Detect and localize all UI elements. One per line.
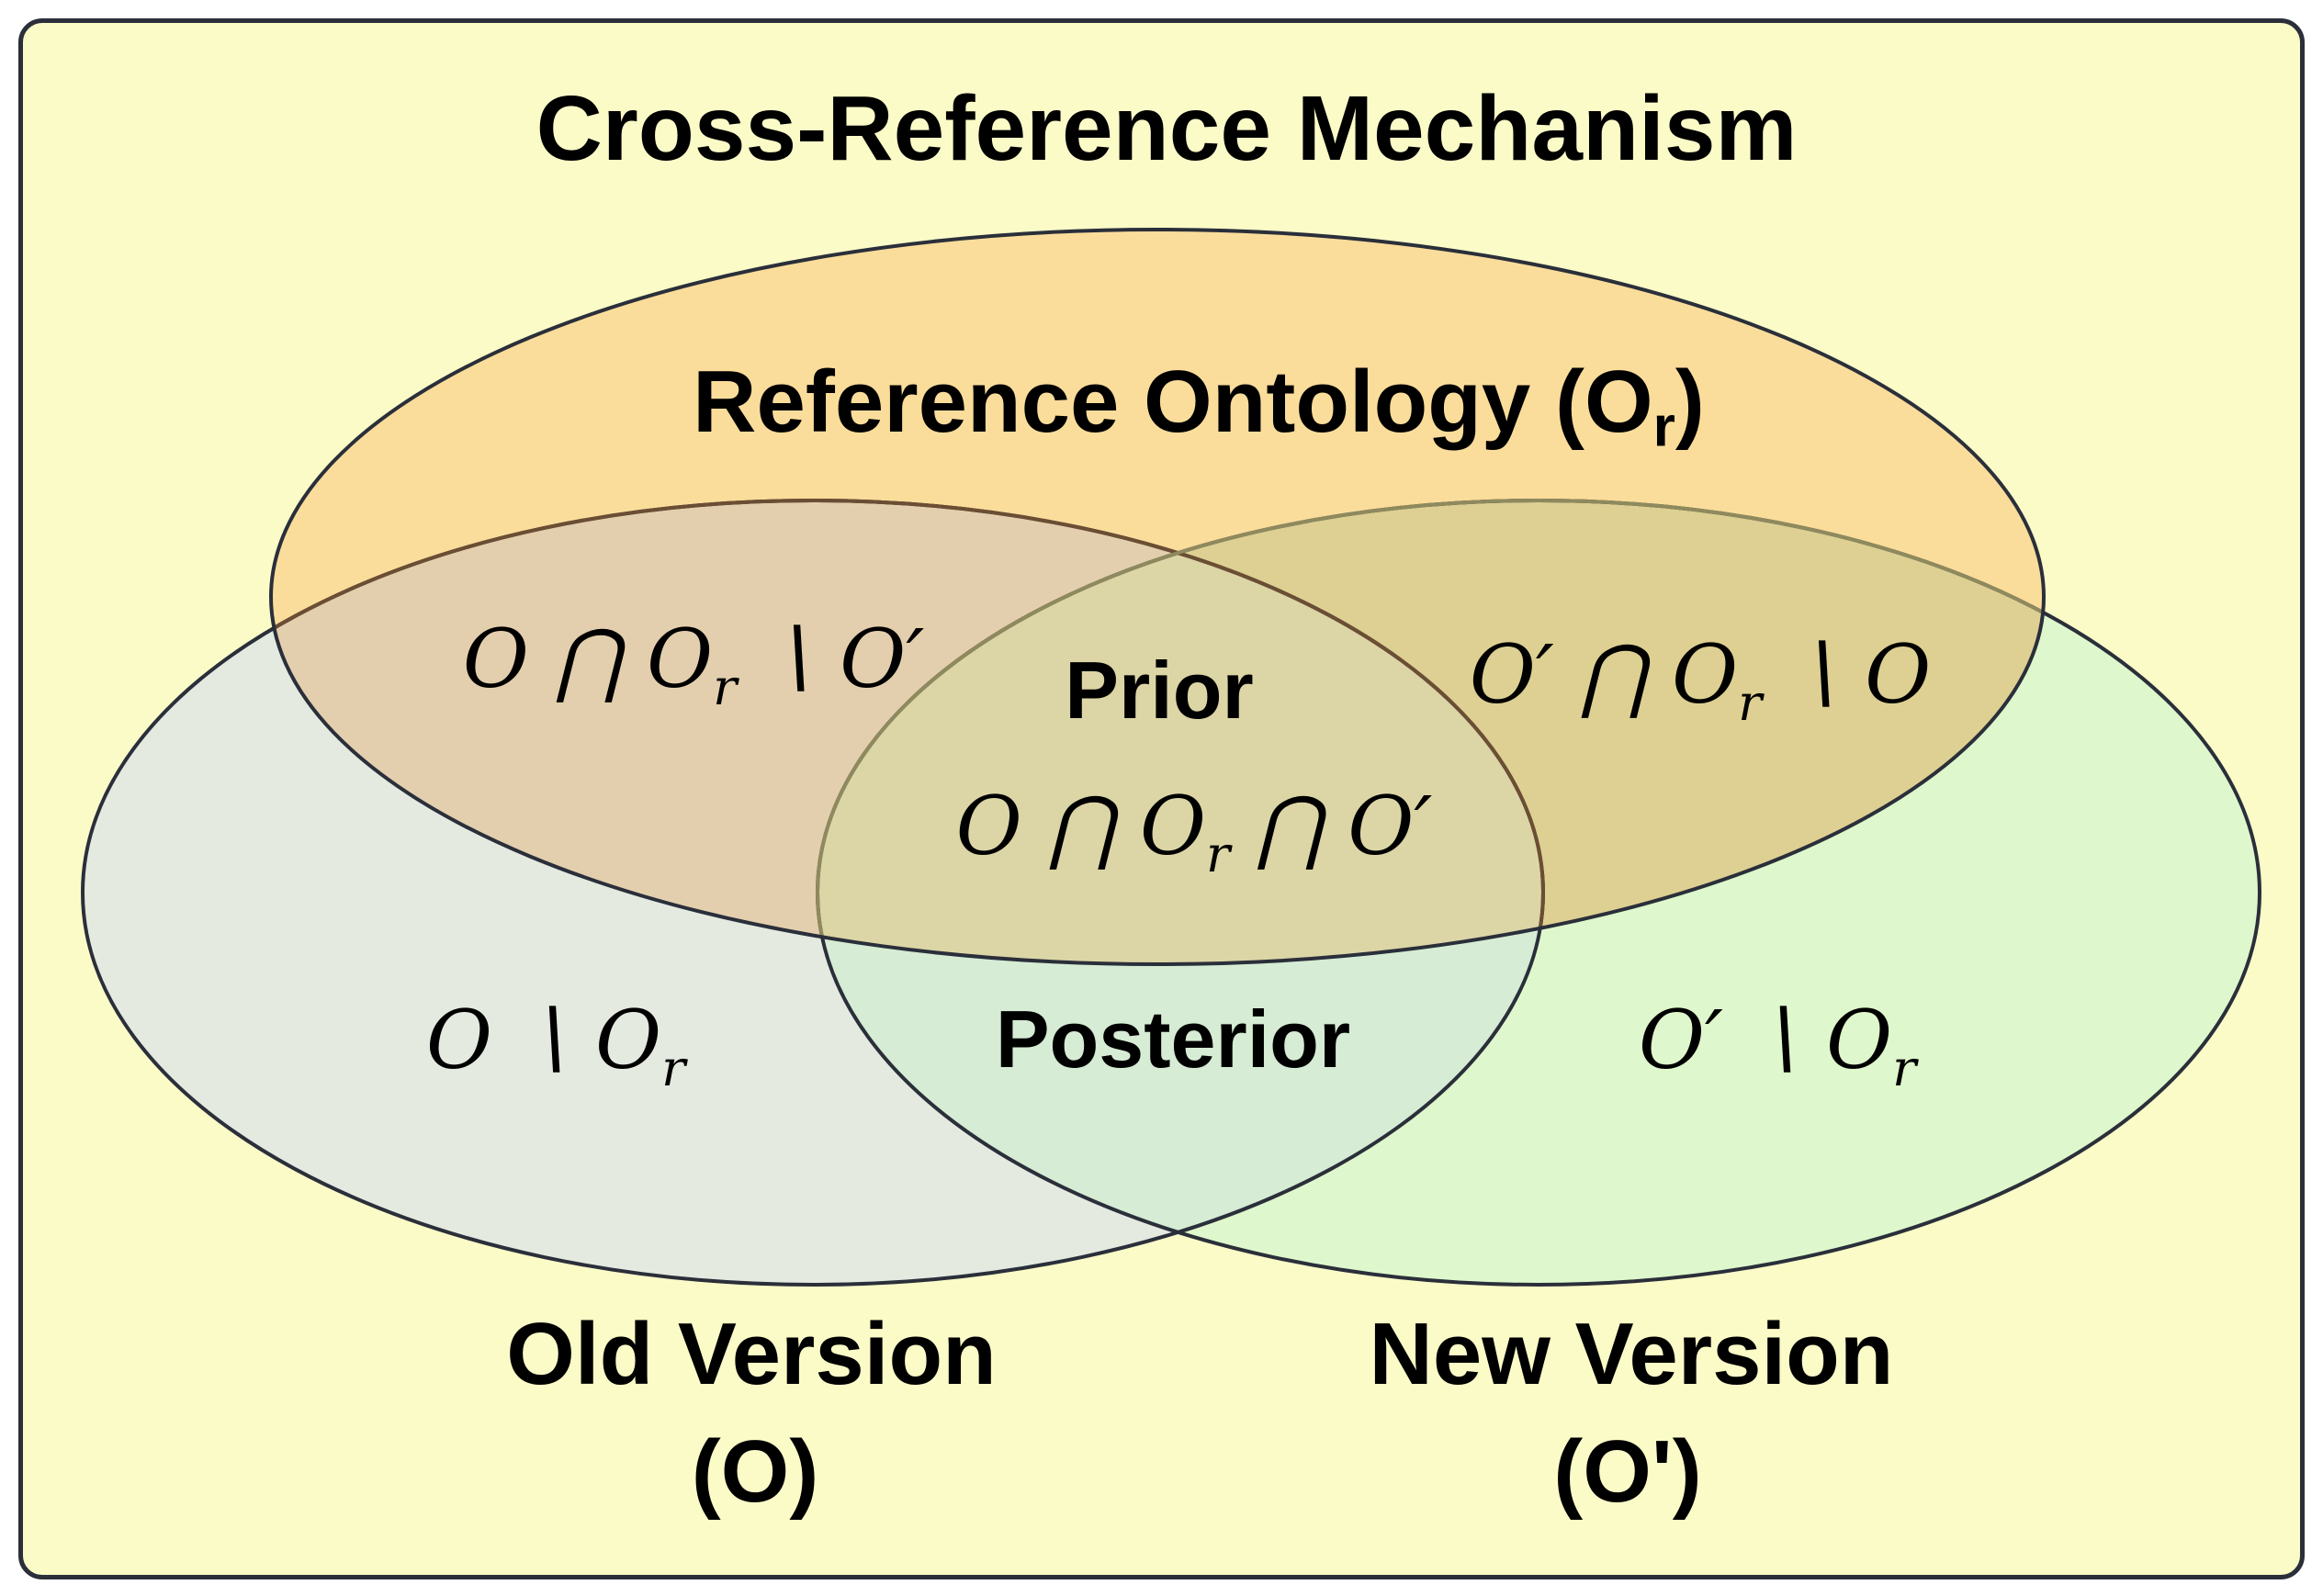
region-label-tail: ∖ O′ [737,612,925,706]
region-label-text: O ⋂ O [462,612,714,706]
region-label-subscript: r [661,1039,686,1098]
region-label-oprime-minus-or: O′ ∖ Or [1639,1000,1916,1094]
old-version-label-line1: Old Version [506,1305,997,1403]
region-label-subscript: r [1738,673,1763,733]
region-label-o-minus-or: O ∖ Or [426,1000,685,1094]
reference-ontology-outline [269,228,2046,966]
reference-ontology-label: Reference Ontology (Or) [693,358,1705,456]
region-label-text: O ⋂ O [955,779,1207,873]
old-version-label-line2: (O) [691,1422,819,1521]
region-label-tail: ∖ O [1762,627,1932,722]
region-label-tail: ⋂ O′ [1230,779,1433,873]
region-label-text: O ∖ O [425,993,662,1087]
new-version-outline-under-reference [816,499,2044,964]
region-label-o-intersect-or-intersect-oprime: O ⋂ Or ⋂ O′ [956,786,1433,880]
posterior-label: Posterior [995,994,1351,1085]
new-version-label-line2: (O') [1553,1422,1702,1521]
region-label-o-intersect-or-minus-oprime: O ⋂ Or ∖ O′ [463,619,925,713]
region-label-subscript: r [713,658,738,717]
prior-label: Prior [1065,645,1254,736]
region-label-text: O′ ∖ O [1638,993,1893,1087]
region-label-oprime-intersect-or-minus-o: O′ ⋂ Or ∖ O [1470,635,1932,728]
region-label-subscript: r [1892,1039,1917,1098]
new-version-label-line1: New Version [1369,1305,1894,1403]
region-label-subscript: r [1206,825,1231,884]
region-label-text: O′ ⋂ O [1469,627,1739,722]
old-version-outline-under-reference [271,499,1545,964]
reference-ontology-label-subscript: r [1652,395,1675,459]
diagram-title: Cross-Reference Mechanism [536,77,1798,180]
reference-ontology-label-close: ) [1675,353,1705,451]
reference-ontology-label-text: Reference Ontology (O [693,353,1653,451]
